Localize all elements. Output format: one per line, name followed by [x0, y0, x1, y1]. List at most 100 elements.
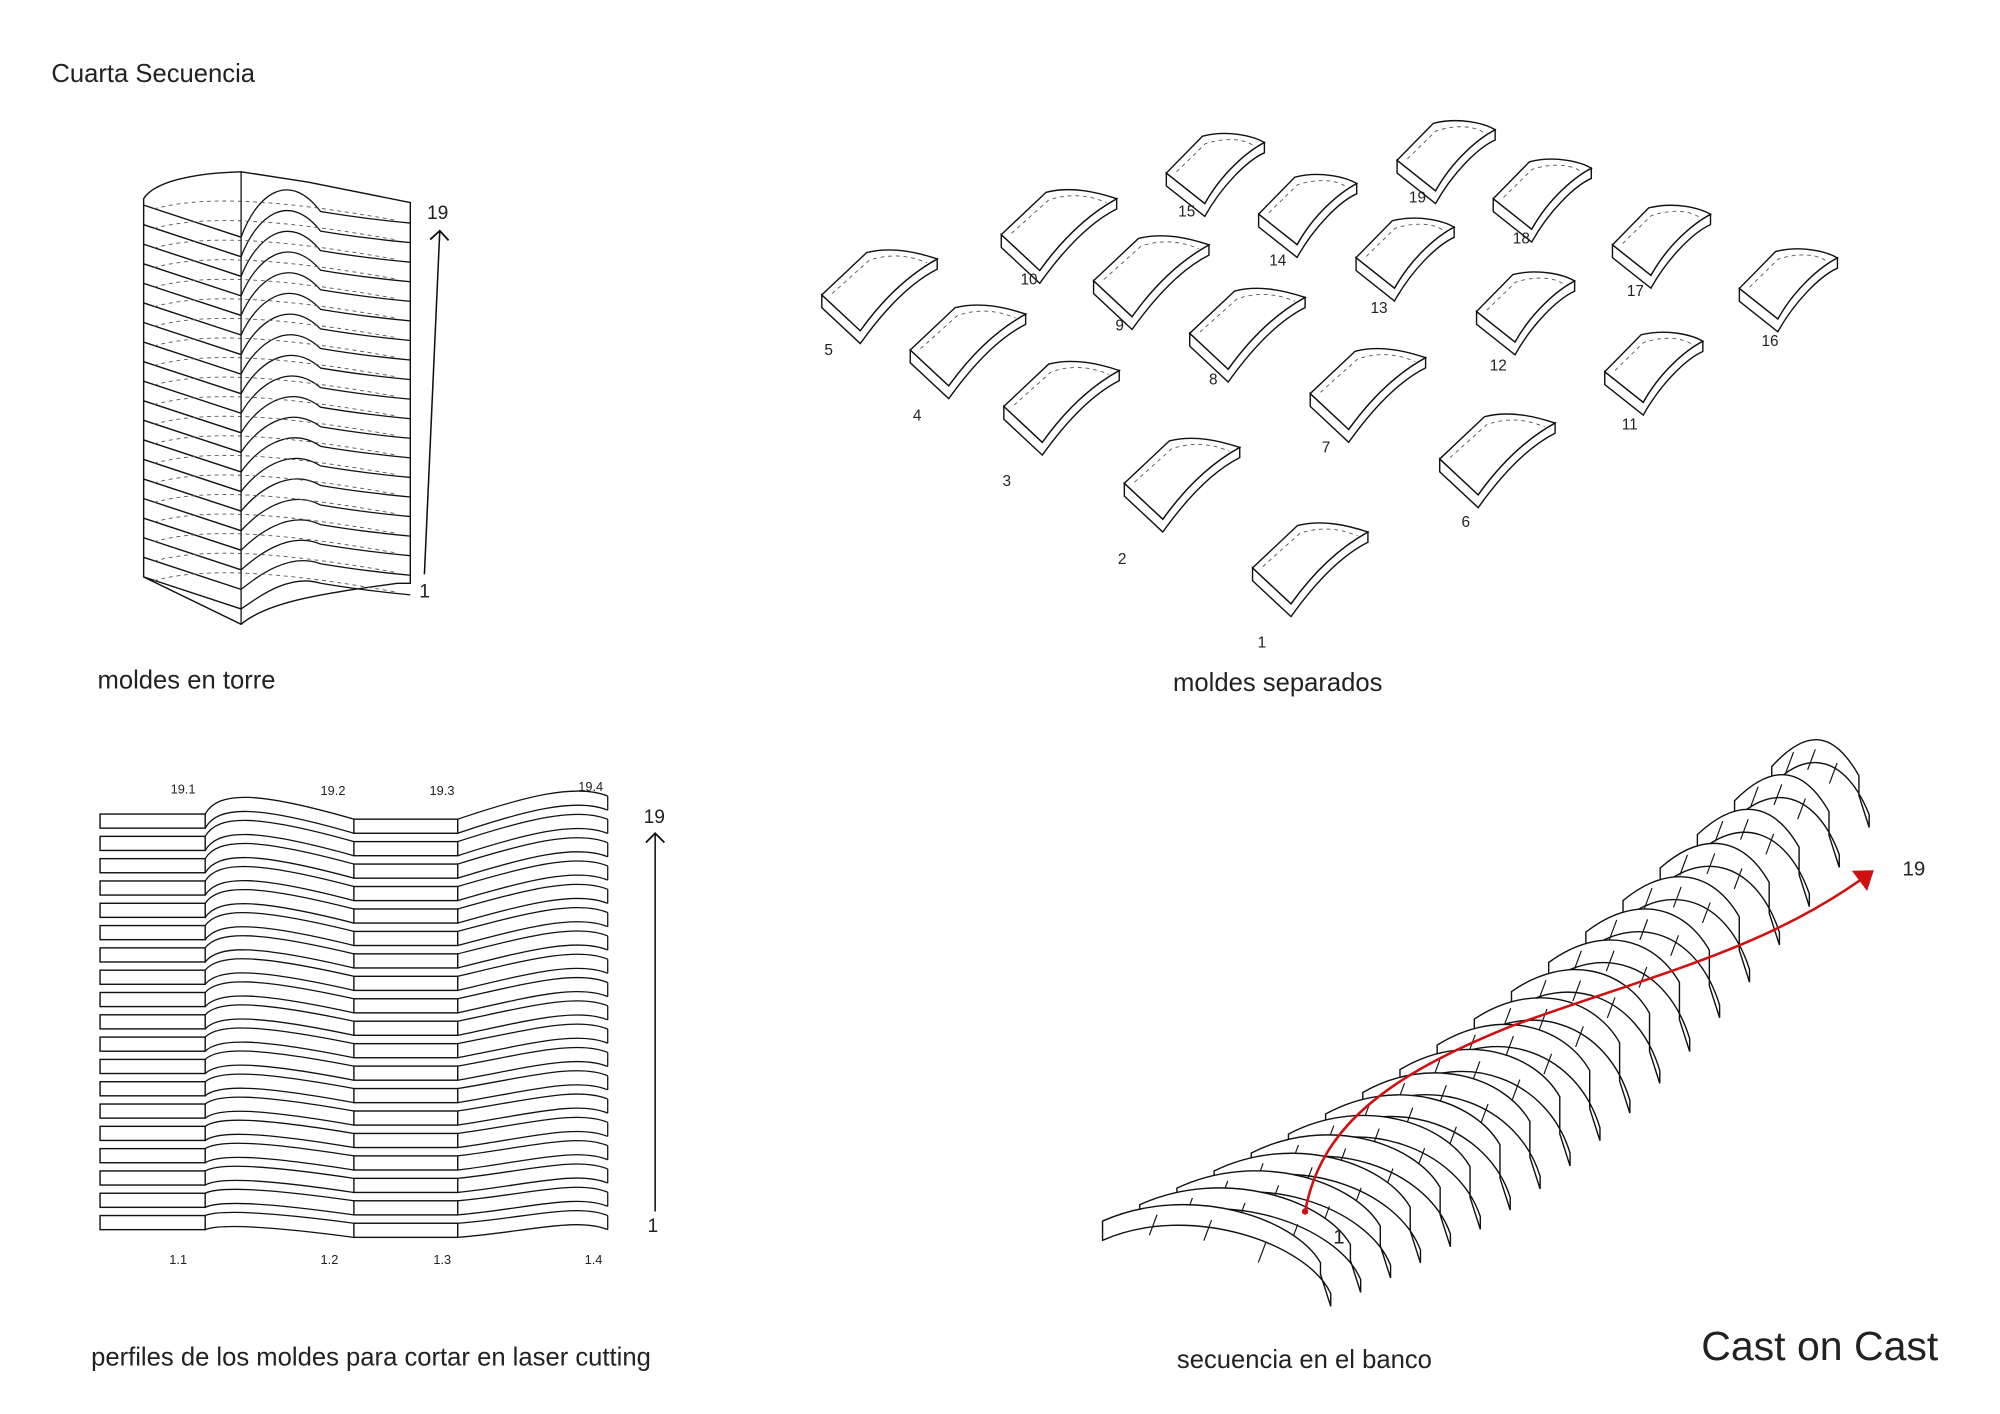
mold-top: [1475, 271, 1577, 344]
profile-curve: [457, 1163, 608, 1179]
profile-mid-block: [353, 818, 459, 834]
profile-curve: [457, 1154, 608, 1171]
mold-17: [1611, 204, 1712, 290]
tower-slice-line: [143, 497, 242, 532]
profile-curve: [457, 874, 608, 902]
sequence-path-arrow: [1303, 870, 1874, 1212]
tower-slice-line: [143, 576, 242, 610]
tower-hidden-line: [153, 200, 398, 221]
sequence-start-dot: [1301, 1208, 1309, 1215]
slab-division: [1733, 868, 1743, 890]
mold-label: 8: [1209, 372, 1218, 389]
slab-division: [1608, 919, 1618, 941]
profile-curve: [204, 1064, 355, 1081]
tower-slice-curve: [240, 437, 411, 473]
profile-curve: [204, 958, 355, 977]
tower-hidden-line: [153, 533, 398, 554]
tower-slice-line: [143, 439, 242, 473]
profile-curve: [457, 1107, 608, 1126]
profile-mid-block: [353, 908, 459, 924]
mold-16: [1738, 248, 1839, 333]
slab-shape: [1733, 774, 1840, 868]
mold-hidden-line: [1486, 277, 1565, 311]
profile-left-block: [99, 1014, 206, 1030]
profile-left-block: [99, 1192, 206, 1209]
profile-curve: [457, 1046, 608, 1067]
tower-slice-line: [143, 282, 242, 317]
profile-curve: [457, 851, 608, 879]
tower-slice-curve: [240, 210, 411, 257]
profile-curve: [457, 1186, 608, 1202]
tower-slice-line: [143, 243, 242, 277]
slab-division: [1606, 997, 1616, 1019]
mold-hidden-line: [920, 310, 1016, 350]
slab-division: [1638, 966, 1648, 988]
separated-caption: moldes separados: [1173, 669, 1382, 697]
tower-slice-curve: [240, 560, 411, 590]
profile-mid-block: [353, 1042, 459, 1059]
mold-label: 2: [1118, 551, 1127, 568]
profile-bottom-label-2: 1.2: [321, 1252, 339, 1267]
tower-slice-line: [143, 360, 242, 395]
profile-curve: [204, 1142, 354, 1157]
profile-curve: [457, 1084, 608, 1104]
tower-hidden-line: [153, 357, 398, 378]
slab-division: [1807, 749, 1816, 771]
profile-row: [99, 930, 609, 969]
mold-top: [1188, 287, 1307, 371]
profile-curve: [204, 1188, 354, 1202]
mold-top: [1251, 522, 1370, 605]
tower-caption: moldes en torre: [98, 666, 276, 694]
profile-curve: [204, 810, 355, 834]
slab-division: [1679, 854, 1688, 876]
profile-curve: [457, 1140, 608, 1157]
profile-curve: [204, 1202, 354, 1216]
tower-hidden-line: [153, 317, 398, 339]
mold-hidden-line: [1262, 528, 1358, 567]
mold-hidden-line: [831, 255, 928, 294]
profile-left-block: [99, 947, 206, 963]
profile-top-label-1: 19.1: [171, 782, 196, 797]
mold-hidden-line: [1449, 419, 1546, 458]
mold-label: 1: [1258, 634, 1267, 651]
mold-label: 13: [1370, 300, 1387, 317]
mold-label: 7: [1322, 440, 1331, 457]
mold-top: [909, 304, 1028, 387]
profile-row: [99, 953, 609, 992]
mold-hidden-line: [1103, 241, 1199, 280]
tower-molds: [142, 171, 412, 626]
tower-slice-curve: [240, 292, 411, 336]
profile-curve: [204, 865, 355, 888]
profile-left-block: [99, 813, 206, 829]
slab-division: [1765, 833, 1775, 855]
slab-shape: [1771, 739, 1870, 828]
profile-curve: [204, 949, 355, 969]
mold-hidden-line: [1176, 139, 1255, 173]
profile-left-block: [99, 924, 206, 941]
profile-row: [99, 1046, 609, 1081]
profile-row: [99, 883, 609, 924]
profile-curve: [457, 1070, 608, 1090]
mold-hidden-line: [1013, 367, 1110, 406]
profile-mid-block: [353, 1177, 459, 1194]
profile-curve: [457, 1177, 608, 1194]
profile-curve: [457, 804, 608, 834]
mold-top: [1165, 132, 1266, 205]
profile-left-block: [99, 1058, 206, 1075]
profile-left-block: [99, 857, 206, 874]
profile-curve: [457, 930, 608, 955]
tower-slice-line: [143, 263, 242, 297]
slab-division: [1575, 1026, 1584, 1048]
mold-profiles: [99, 790, 609, 1239]
profile-curve: [457, 1130, 608, 1149]
tower-slice-curve: [240, 354, 411, 394]
tower-hidden-line: [153, 513, 398, 535]
mold-label: 4: [913, 407, 922, 424]
tower-slice-curve: [240, 251, 411, 297]
profile-curve: [204, 888, 355, 910]
profile-mid-block: [353, 953, 459, 969]
tower-slice-line: [143, 302, 242, 336]
tower-hidden-line: [153, 415, 398, 437]
profile-bottom-label-3: 1.3: [433, 1252, 451, 1267]
